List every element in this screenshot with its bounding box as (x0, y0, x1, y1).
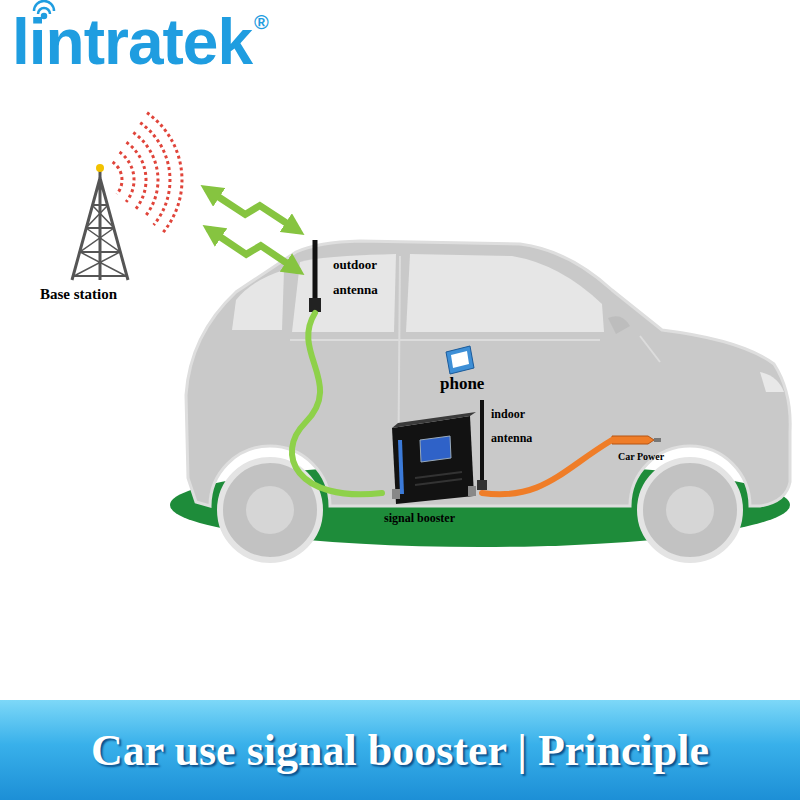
title-box: Car use signal booster | Principle (0, 700, 800, 800)
radio-waves (113, 113, 182, 233)
car-silhouette (186, 241, 790, 560)
part-label: indoor antenna (491, 402, 551, 450)
signal-arrow (210, 230, 297, 270)
drawing-part (451, 351, 469, 368)
wave-arc (126, 142, 146, 209)
wave-arc (147, 113, 182, 233)
drawing-part (313, 240, 318, 305)
drawing-part (392, 489, 400, 499)
drawing-part (232, 270, 284, 330)
node-label: Car Power (618, 451, 722, 462)
wave-arc (133, 133, 158, 218)
drawing-part (612, 436, 654, 444)
base-station-tower (72, 164, 128, 280)
connector (482, 440, 612, 494)
drawing-part (246, 486, 294, 534)
drawing-part (477, 480, 487, 490)
part-node: signal booster (382, 408, 482, 530)
drawing-part (640, 460, 740, 560)
drawing-part (309, 298, 321, 312)
drawing-part (392, 412, 476, 428)
wave-arc (113, 162, 122, 194)
drawing-part (406, 254, 604, 332)
signal-arrow (208, 190, 297, 230)
cable (482, 440, 612, 494)
wave-arc (120, 152, 135, 202)
signal-booster-box (392, 412, 476, 504)
part-label: phone (440, 374, 484, 394)
drawing-part (398, 440, 404, 494)
indoor-antenna (477, 400, 487, 490)
connector (292, 313, 382, 494)
drawing-part (480, 400, 484, 484)
node-label: outdoor antenna (333, 252, 395, 302)
outdoor-antenna (309, 240, 321, 312)
connector (208, 190, 297, 270)
part-node: Base station (40, 160, 200, 305)
drawing-part (666, 486, 714, 534)
drawing-part (72, 178, 128, 280)
drawing-part (74, 205, 126, 276)
drawing-part (392, 416, 474, 504)
drawing-part (468, 486, 476, 496)
node-label: signal booster (384, 511, 482, 526)
drawing-part (96, 164, 104, 172)
wave-arc (140, 123, 170, 225)
registered-mark: ® (254, 12, 269, 32)
drawing-part (760, 372, 784, 392)
cable (292, 313, 382, 494)
drawing-part (608, 316, 630, 334)
drawing-part (415, 472, 462, 485)
title-text: Car use signal booster | Principle (91, 725, 709, 776)
phone-icon (446, 346, 474, 374)
part-node: Car Power (612, 428, 722, 462)
drawing-part (654, 438, 661, 442)
node-label: Base station (40, 286, 200, 303)
drawing-part (446, 346, 474, 374)
drawing-part (74, 205, 126, 276)
part-node: outdoor antenna (305, 218, 405, 313)
brand-logo: lintratek (12, 10, 252, 74)
drawing-part (420, 436, 451, 462)
car-power-plug (612, 436, 661, 444)
